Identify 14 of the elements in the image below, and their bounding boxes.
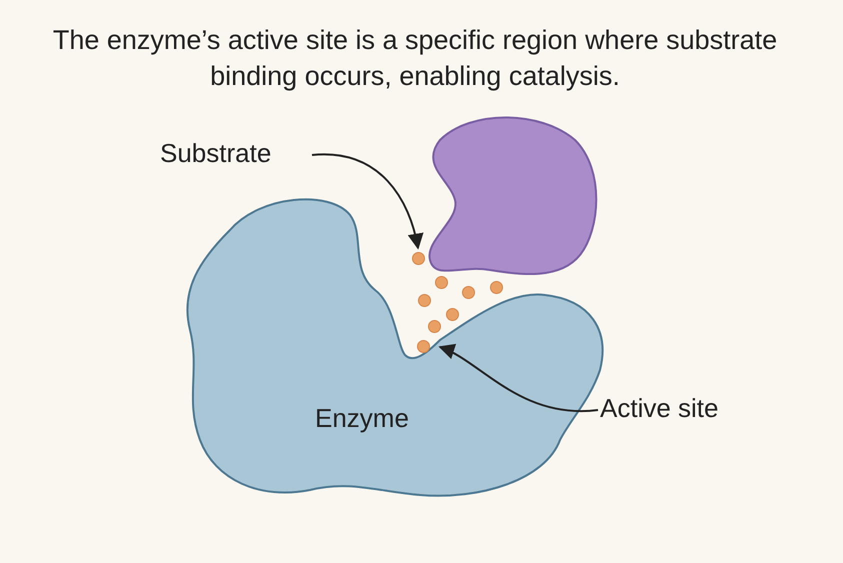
leader-arrow (438, 345, 598, 412)
callout-label: Active site (600, 393, 718, 424)
enzyme-label: Enzyme (315, 403, 409, 434)
substrate-dot (417, 340, 430, 353)
substrate-dot (446, 308, 459, 321)
substrate-dot (412, 252, 425, 265)
substrate-dot (490, 281, 503, 294)
substrate-dot (462, 286, 475, 299)
leader-arrow (312, 153, 423, 250)
substrate-dot (428, 320, 441, 333)
substrate-dot (418, 294, 431, 307)
substrate-dot (435, 276, 448, 289)
callout-label: Substrate (160, 138, 272, 169)
title: The enzyme’s active site is a specific region where substrate binding occurs, enabling catalysis. (52, 24, 778, 93)
